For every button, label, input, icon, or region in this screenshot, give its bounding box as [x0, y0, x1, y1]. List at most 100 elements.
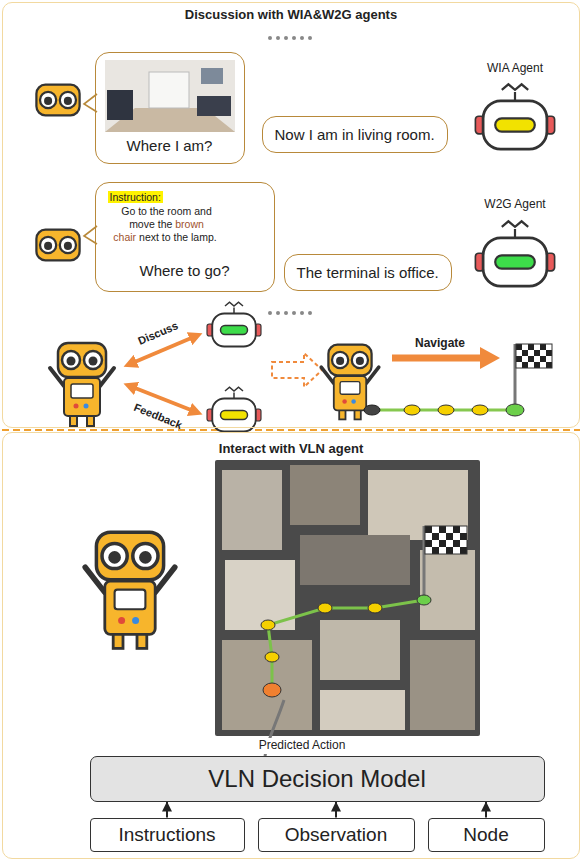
flag-check [439, 540, 446, 547]
robot-pupil [139, 551, 152, 564]
panel-divider [2, 429, 580, 431]
photo-door [149, 72, 189, 108]
robot-button [351, 399, 356, 404]
flag-check [425, 547, 432, 554]
photo-frame [201, 68, 223, 84]
flag-check [534, 350, 540, 356]
flag-outline [425, 526, 467, 554]
box-label: Instructions [118, 824, 215, 846]
navigate-head [480, 347, 500, 369]
robot-head [96, 532, 163, 580]
robot-screen [221, 411, 248, 420]
speech-bubble: Instruction:Go to the room and move theb… [95, 182, 275, 292]
speech-bubble: Where I am? [95, 52, 245, 164]
flag-check [460, 547, 467, 554]
agent-label: WIA Agent [487, 62, 543, 76]
flag-outline [516, 344, 552, 368]
robot-head [483, 238, 547, 286]
robot-button [342, 399, 347, 404]
arrow-label: Discuss [136, 319, 180, 347]
floorplan-room [300, 535, 410, 585]
bubble-text: Now I am in living room. [275, 126, 435, 143]
robot-body [105, 581, 155, 634]
route-dot [438, 405, 454, 415]
ellipsis-dot [300, 311, 304, 315]
photo-sofa [197, 96, 231, 116]
ellipsis-dot [268, 311, 272, 315]
flag-check [460, 540, 467, 547]
route-line [268, 600, 424, 690]
box-label: VLN Decision Model [208, 765, 425, 793]
flag-check [522, 356, 528, 362]
user-robot [50, 343, 114, 426]
flag-check [528, 350, 534, 356]
robot-head [36, 230, 79, 261]
user-robot [36, 85, 79, 116]
flag-check [546, 362, 552, 368]
flag-check [446, 540, 453, 547]
robot-eye [332, 352, 348, 368]
user-robot [85, 532, 175, 648]
flag-check [522, 362, 528, 368]
robot-eye [60, 237, 76, 253]
flag-check [425, 533, 432, 540]
input-box: Observation [258, 818, 415, 852]
speech-bubble: The terminal is office. [284, 254, 452, 291]
flag-check [546, 344, 552, 350]
flag-check [546, 350, 552, 356]
speech-bubble: Now I am in living room. [262, 116, 448, 153]
flag-check [522, 350, 528, 356]
agent-robot [207, 387, 261, 431]
ellipsis-dot [292, 36, 296, 40]
flag-check [446, 547, 453, 554]
robot-button [84, 404, 89, 409]
robot-body [334, 376, 366, 410]
route-dot [318, 603, 332, 613]
floorplan-room [222, 640, 312, 730]
robot-pupil [44, 242, 52, 250]
flag-check [446, 526, 453, 533]
bubble-text: Where I am? [104, 137, 236, 154]
floorplan-room [320, 690, 405, 730]
arrow-label: Navigate [415, 337, 465, 351]
route-dot [404, 405, 420, 415]
robot-antenna [502, 84, 528, 101]
route-start [364, 405, 380, 415]
floorplan-room [290, 465, 360, 525]
action-label: Predicted Action [255, 738, 350, 754]
robot-eye [102, 543, 127, 568]
panel: Interact with VLN agentVLN Decision Mode… [2, 432, 580, 859]
agent-label: W2G Agent [484, 198, 545, 212]
robot-antenna [502, 221, 528, 238]
flag-check [540, 356, 546, 362]
route-dot [472, 405, 488, 415]
robot-screen [115, 590, 146, 610]
panel-title: Interact with VLN agent [3, 441, 579, 456]
flag-check [540, 344, 546, 350]
robot-screen [71, 384, 93, 398]
instruction-text: next to the lamp. [139, 231, 217, 243]
arrow-connector [335, 802, 337, 818]
floorplan-room [420, 550, 475, 630]
ellipsis-dot [300, 36, 304, 40]
robot-pupil [44, 97, 52, 105]
navigate-arrow [392, 355, 482, 362]
robot-button [74, 404, 79, 409]
input-box: Instructions [90, 818, 245, 852]
robot-pupil [108, 551, 121, 564]
robot-body [64, 378, 100, 416]
flag-check [534, 356, 540, 362]
robot-head [328, 345, 371, 376]
instruction-body: Go to the room and move thebrown chairne… [108, 205, 226, 244]
flag-check [460, 526, 467, 533]
robot-head [58, 343, 106, 377]
robot-pupil [64, 97, 72, 105]
robot-eye [40, 92, 56, 108]
floorplan [215, 460, 480, 736]
room-photo [105, 60, 235, 132]
flag-check [432, 540, 439, 547]
robot-screen [221, 326, 248, 335]
flag-check [516, 356, 522, 362]
flag-check [432, 533, 439, 540]
